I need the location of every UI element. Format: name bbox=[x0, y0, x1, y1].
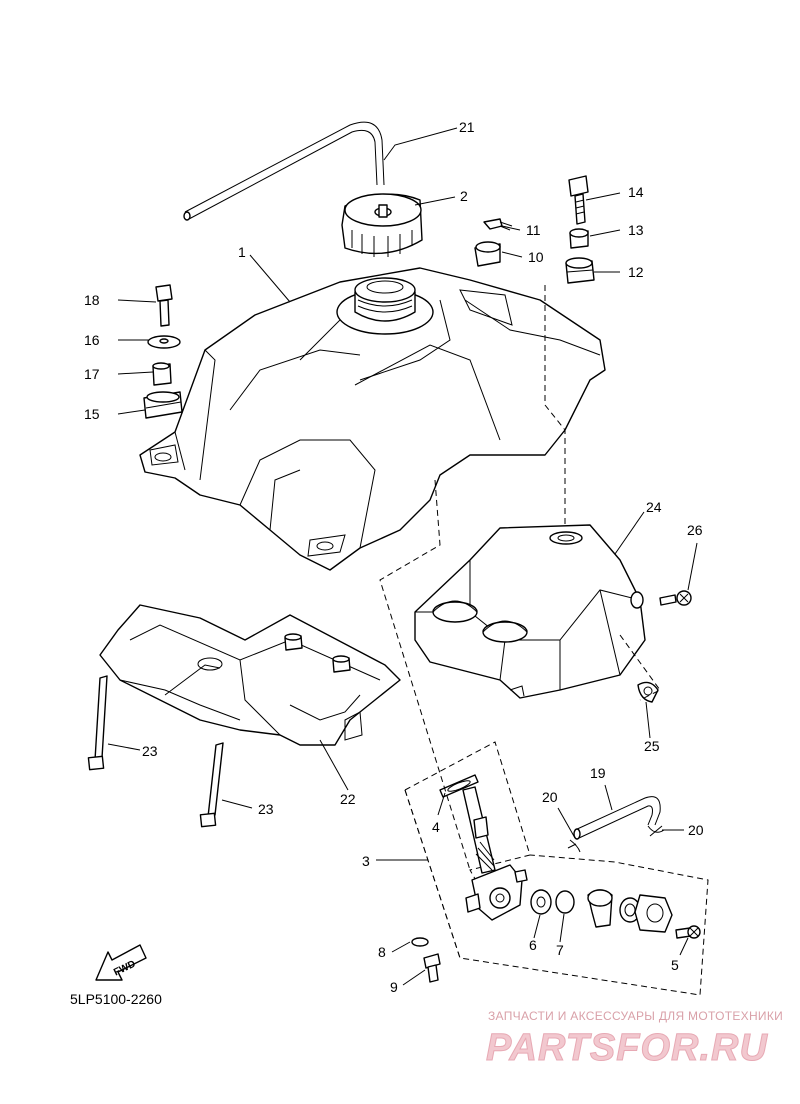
watermark: ЗАПЧАСТИ И АКСЕССУАРЫ ДЛЯ МОТОТЕХНИКИ PA… bbox=[486, 1009, 783, 1070]
callout-26: 26 bbox=[687, 522, 703, 538]
tank-cover-part bbox=[414, 524, 646, 699]
callout-23: 23 bbox=[258, 801, 274, 817]
callout-2: 2 bbox=[460, 188, 468, 204]
screw-11-part bbox=[483, 218, 513, 231]
washer-16-part bbox=[147, 335, 181, 349]
collar-10-part bbox=[474, 241, 501, 267]
callout-18: 18 bbox=[84, 292, 100, 308]
fuel-cap-part bbox=[341, 193, 423, 257]
assembly-line bbox=[544, 285, 566, 528]
callout-1: 1 bbox=[238, 244, 246, 260]
callout-5: 5 bbox=[671, 957, 679, 973]
leader-lines bbox=[107, 127, 698, 986]
callout-9: 9 bbox=[390, 979, 398, 995]
assembly-line bbox=[619, 634, 661, 701]
clip-25-part bbox=[637, 681, 659, 703]
watermark-brand: PARTSFOR.RU bbox=[486, 1027, 768, 1069]
grommet-12-part bbox=[565, 257, 595, 284]
callout-4: 4 bbox=[432, 819, 440, 835]
callout-13: 13 bbox=[628, 222, 644, 238]
screw-26-part bbox=[659, 590, 692, 606]
bolt-14-part bbox=[568, 175, 589, 225]
callout-3: 3 bbox=[362, 853, 370, 869]
collar-17-part bbox=[152, 362, 172, 386]
forward-direction-arrow: FWD bbox=[95, 944, 147, 981]
callout-8: 8 bbox=[378, 944, 386, 960]
callout-6: 6 bbox=[529, 937, 537, 953]
washer-13-part bbox=[569, 228, 589, 249]
hose-clip-part bbox=[567, 839, 581, 853]
drawing-code: 5LP5100-2260 bbox=[70, 991, 162, 1007]
fuel-tank-part bbox=[139, 267, 606, 571]
callout-21: 21 bbox=[459, 119, 475, 135]
callout-19: 19 bbox=[590, 765, 606, 781]
callout-12: 12 bbox=[628, 264, 644, 280]
bolt-18-part bbox=[155, 284, 173, 327]
callout-22: 22 bbox=[340, 791, 356, 807]
hose-clip-part bbox=[647, 825, 665, 837]
callout-7: 7 bbox=[556, 942, 564, 958]
callout-20: 20 bbox=[688, 822, 704, 838]
callout-23: 23 bbox=[142, 743, 158, 759]
assembly-line bbox=[379, 479, 471, 871]
callout-24: 24 bbox=[646, 499, 662, 515]
breather-hose-part bbox=[183, 121, 385, 221]
cable-tie-part bbox=[87, 675, 108, 771]
callout-11: 11 bbox=[526, 222, 541, 238]
callout-14: 14 bbox=[628, 184, 644, 200]
cable-tie-part bbox=[199, 742, 224, 828]
grommet-15-part bbox=[143, 391, 183, 419]
watermark-caption: ЗАПЧАСТИ И АКСЕССУАРЫ ДЛЯ МОТОТЕХНИКИ bbox=[488, 1009, 783, 1023]
fuel-hose-part bbox=[573, 796, 661, 840]
callout-10: 10 bbox=[528, 249, 544, 265]
callout-20: 20 bbox=[542, 789, 558, 805]
callout-16: 16 bbox=[84, 332, 100, 348]
callout-15: 15 bbox=[84, 406, 100, 422]
skid-plate-part bbox=[99, 604, 401, 746]
fuel-cock-assembly-part bbox=[404, 741, 709, 996]
callout-25: 25 bbox=[644, 738, 660, 754]
callout-17: 17 bbox=[84, 366, 100, 382]
